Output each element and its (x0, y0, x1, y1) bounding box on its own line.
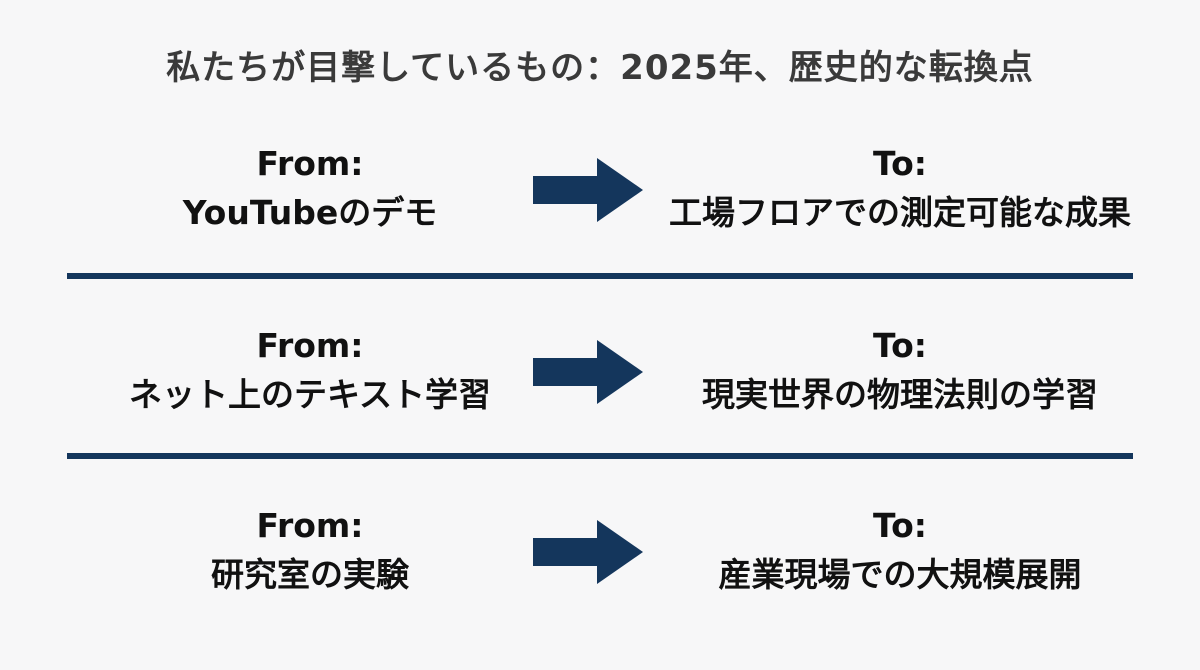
from-cell: From: 研究室の実験 (80, 502, 540, 600)
from-cell: From: ネット上のテキスト学習 (80, 322, 540, 420)
to-cell: To: 現実世界の物理法則の学習 (640, 322, 1160, 420)
from-text: YouTubeのデモ (182, 193, 438, 232)
right-arrow-icon (533, 158, 643, 222)
slide-title: 私たちが目撃しているもの：2025年、歴史的な転換点 (166, 48, 1034, 88)
to-cell: To: 産業現場での大規模展開 (640, 502, 1160, 600)
to-text: 工場フロアでの測定可能な成果 (669, 193, 1131, 232)
from-cell: From: YouTubeのデモ (80, 140, 540, 238)
to-text: 現実世界の物理法則の学習 (702, 375, 1098, 414)
row-divider (67, 453, 1133, 459)
to-label: To: (873, 326, 927, 365)
from-label: From: (256, 506, 364, 545)
to-cell: To: 工場フロアでの測定可能な成果 (640, 140, 1160, 238)
from-label: From: (256, 144, 364, 183)
right-arrow-icon (533, 520, 643, 584)
to-text: 産業現場での大規模展開 (718, 555, 1082, 594)
to-label: To: (873, 506, 927, 545)
transition-row-2: From: ネット上のテキスト学習 To: 現実世界の物理法則の学習 (0, 322, 1200, 432)
row-divider (67, 273, 1133, 279)
transition-row-3: From: 研究室の実験 To: 産業現場での大規模展開 (0, 502, 1200, 612)
transition-row-1: From: YouTubeのデモ To: 工場フロアでの測定可能な成果 (0, 140, 1200, 250)
right-arrow-icon (533, 340, 643, 404)
from-text: 研究室の実験 (211, 555, 409, 594)
from-label: From: (256, 326, 364, 365)
from-text: ネット上のテキスト学習 (128, 375, 491, 414)
to-label: To: (873, 144, 927, 183)
